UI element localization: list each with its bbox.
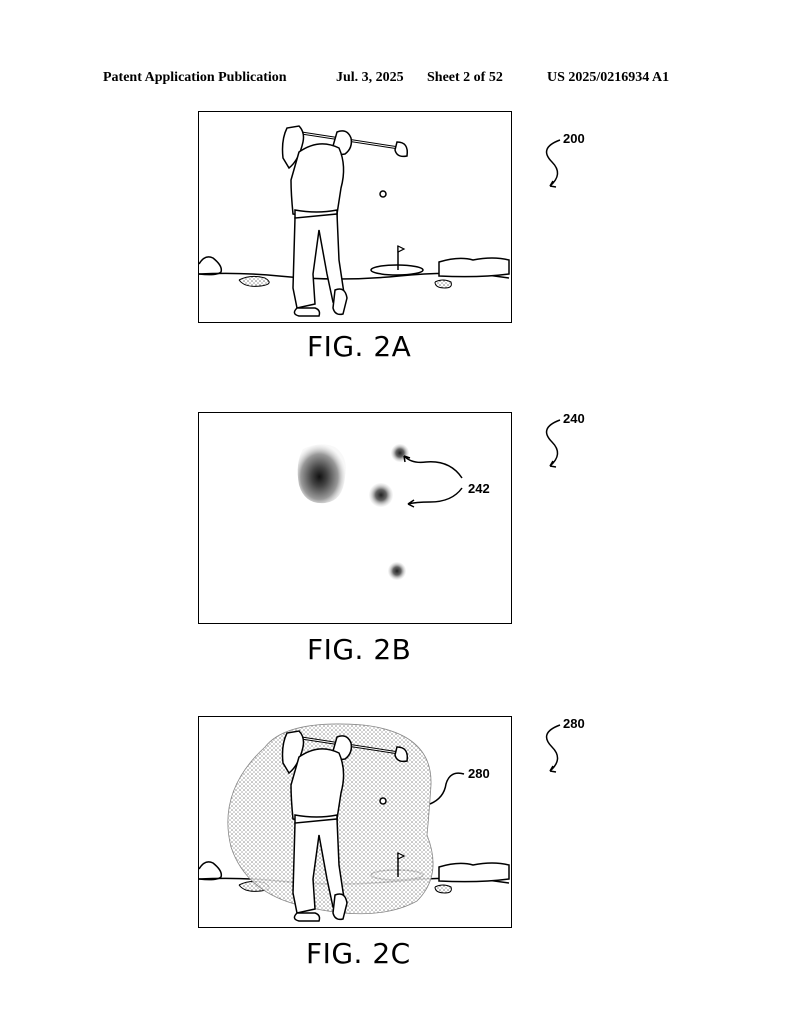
golf-ball-icon (379, 190, 387, 198)
flag-icon (397, 245, 406, 270)
figure-2b-callout: 242 (468, 481, 490, 496)
heatmap-blob (369, 483, 393, 507)
figure-2c-callout: 280 (468, 766, 490, 781)
figure-2b-ref: 240 (563, 411, 585, 426)
publication-date: Jul. 3, 2025 (336, 70, 404, 85)
heatmap-blob (391, 444, 409, 462)
figure-2c-ref: 280 (563, 716, 585, 731)
publication-number: US 2025/0216934 A1 (547, 70, 670, 85)
flag-icon (397, 852, 406, 877)
figure-2a-drawing (199, 124, 510, 318)
page-header: Patent Application Publication Jul. 3, 2… (0, 70, 794, 90)
figure-2a-caption: FIG. 2A (307, 330, 412, 363)
heatmap-blob (297, 444, 346, 504)
figure-2b-drawing (297, 444, 409, 580)
golfer-illustration (281, 124, 409, 318)
landscape-scene (199, 256, 510, 289)
sheet-number: Sheet 2 of 52 (427, 70, 503, 85)
figure-2c-drawing (199, 723, 510, 923)
figure-2c-caption: FIG. 2C (306, 937, 411, 970)
publication-label: Patent Application Publication (103, 70, 287, 85)
figure-2b-frame (198, 412, 512, 624)
heatmap-blob (388, 562, 406, 580)
golf-ball-icon (379, 797, 387, 805)
figure-2a-ref: 200 (563, 131, 585, 146)
figure-2b-caption: FIG. 2B (307, 633, 412, 666)
figure-2a-frame (198, 111, 512, 323)
figure-2c-frame (198, 716, 512, 928)
